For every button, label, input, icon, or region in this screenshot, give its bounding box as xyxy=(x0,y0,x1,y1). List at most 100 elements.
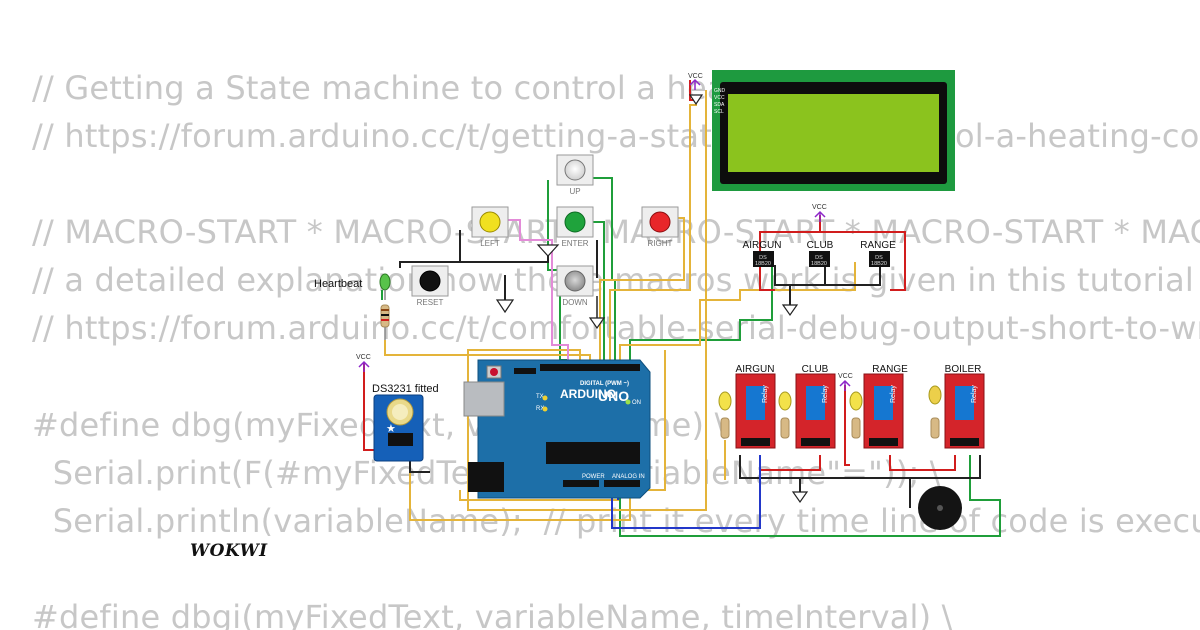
left-button[interactable]: LEFT xyxy=(471,206,509,248)
svg-text:DS: DS xyxy=(815,255,823,261)
arduino-analog-label: ANALOG IN xyxy=(612,474,645,480)
arduino-tx-label: TX xyxy=(536,394,544,400)
relay-module: AIRGUN Relay xyxy=(735,364,776,449)
down-button[interactable]: DOWN xyxy=(556,265,594,307)
temperature-sensor: AIRGUN DS 18B20 xyxy=(743,240,782,267)
arduino-uno: ARDUINO UNO DIGITAL (PWM ~) TX RX ON POW… xyxy=(463,359,651,499)
buzzer xyxy=(918,486,962,530)
up-button-label: UP xyxy=(569,187,580,196)
heartbeat-led: Heartbeat xyxy=(314,273,391,300)
vcc-symbol: VCC xyxy=(812,204,827,222)
relay-label: AIRGUN xyxy=(736,364,775,375)
up-button[interactable]: UP xyxy=(556,154,594,196)
wire-green xyxy=(629,262,773,360)
relay-module: RANGE Relay xyxy=(863,364,908,449)
sensor-label: CLUB xyxy=(807,240,834,251)
wire-red xyxy=(759,455,821,471)
wire-red xyxy=(844,385,850,466)
heartbeat-label: Heartbeat xyxy=(314,278,362,290)
ground-symbol xyxy=(588,317,606,330)
sensor-label: AIRGUN xyxy=(743,240,782,251)
indicator-led xyxy=(718,391,732,439)
relay-label: RANGE xyxy=(872,364,908,375)
ground-symbol xyxy=(495,299,515,314)
ground-symbol xyxy=(536,244,560,257)
ground-symbol xyxy=(791,491,809,504)
svg-text:DS: DS xyxy=(875,255,883,261)
code-line: ol-a-heating-co xyxy=(955,117,1200,155)
wire-yellow xyxy=(619,262,856,360)
arduino-digital-label: DIGITAL (PWM ~) xyxy=(580,381,629,387)
wire-black xyxy=(739,455,981,479)
svg-text:VCC: VCC xyxy=(356,354,371,361)
lcd-pin-label: SDA xyxy=(714,102,725,108)
svg-text:VCC: VCC xyxy=(812,204,827,211)
wires xyxy=(363,80,1001,537)
temperature-sensor: CLUB DS 18B20 xyxy=(807,240,834,267)
wire-black xyxy=(460,245,549,263)
temperature-sensor: RANGE DS 18B20 xyxy=(860,240,896,267)
svg-text:18B20: 18B20 xyxy=(755,261,771,267)
svg-text:DS: DS xyxy=(759,255,767,261)
left-button-label: LEFT xyxy=(480,239,500,248)
wire-pink xyxy=(505,219,569,360)
svg-text:Relay: Relay xyxy=(762,385,769,403)
relay-label: CLUB xyxy=(802,364,829,375)
arduino-rx-label: RX xyxy=(536,406,544,412)
enter-button[interactable]: ENTER xyxy=(556,206,594,248)
arduino-power-label: POWER xyxy=(582,474,605,480)
indicator-led xyxy=(849,391,863,439)
wire-yellow xyxy=(467,90,707,511)
lcd-pin-label: SCL xyxy=(714,109,724,115)
svg-text:18B20: 18B20 xyxy=(811,261,827,267)
reset-button-label: RESET xyxy=(417,298,444,307)
wire-yellow xyxy=(409,455,631,521)
wire-black xyxy=(790,265,826,286)
svg-text:Relay: Relay xyxy=(822,385,829,403)
sensor-label: RANGE xyxy=(860,240,896,251)
arduino-brand: ARDUINO xyxy=(560,387,616,401)
right-button[interactable]: RIGHT xyxy=(641,206,679,248)
svg-text:★: ★ xyxy=(386,422,396,435)
vcc-symbol: VCC xyxy=(356,354,371,372)
rtc-module: DS3231 fitted ★ xyxy=(372,383,439,462)
wire-black xyxy=(825,265,881,286)
lcd-display: GND VCC SDA SCL xyxy=(712,70,955,191)
code-line: #define dbgi(myFixedText, variableName, … xyxy=(32,598,953,630)
code-line: // https://forum.arduino.cc/t/getting-a-… xyxy=(32,117,775,155)
indicator-led xyxy=(928,385,942,439)
wire-red xyxy=(889,455,956,471)
rtc-title: DS3231 fitted xyxy=(372,383,439,395)
code-line: // MACRO-START * MACRO-START * MACRO-STA… xyxy=(32,213,1200,251)
vcc-symbol: VCC xyxy=(838,373,853,391)
wire-blue xyxy=(611,455,761,529)
wire-red xyxy=(759,215,821,291)
svg-text:VCC: VCC xyxy=(838,373,853,380)
wire-red xyxy=(820,231,906,291)
vcc-symbol: VCC xyxy=(688,73,703,90)
wire-black xyxy=(774,265,791,305)
lcd-pin-label: VCC xyxy=(714,95,725,101)
relay-label: BOILER xyxy=(945,364,982,375)
svg-text:Relay: Relay xyxy=(890,385,897,403)
relay-module: BOILER Relay xyxy=(944,364,985,449)
svg-text:VCC: VCC xyxy=(688,73,703,80)
wire-black xyxy=(399,230,461,268)
wire-yellow xyxy=(384,340,591,360)
lcd-pin-label: GND xyxy=(714,88,726,94)
wire-yellow xyxy=(609,104,697,360)
arduino-model: UNO xyxy=(598,388,629,404)
wire-green xyxy=(592,221,605,360)
reset-button[interactable]: RESET xyxy=(411,265,449,307)
arduino-on-label: ON xyxy=(632,400,641,406)
svg-text:Relay: Relay xyxy=(971,385,978,403)
relay-module: CLUB Relay xyxy=(795,364,836,449)
indicator-led xyxy=(778,391,792,439)
resistor xyxy=(380,304,390,340)
wokwi-logo: WOKWI xyxy=(190,541,268,561)
ground-symbol xyxy=(781,304,799,317)
svg-text:18B20: 18B20 xyxy=(871,261,887,267)
down-button-label: DOWN xyxy=(562,298,588,307)
enter-button-label: ENTER xyxy=(561,239,588,248)
